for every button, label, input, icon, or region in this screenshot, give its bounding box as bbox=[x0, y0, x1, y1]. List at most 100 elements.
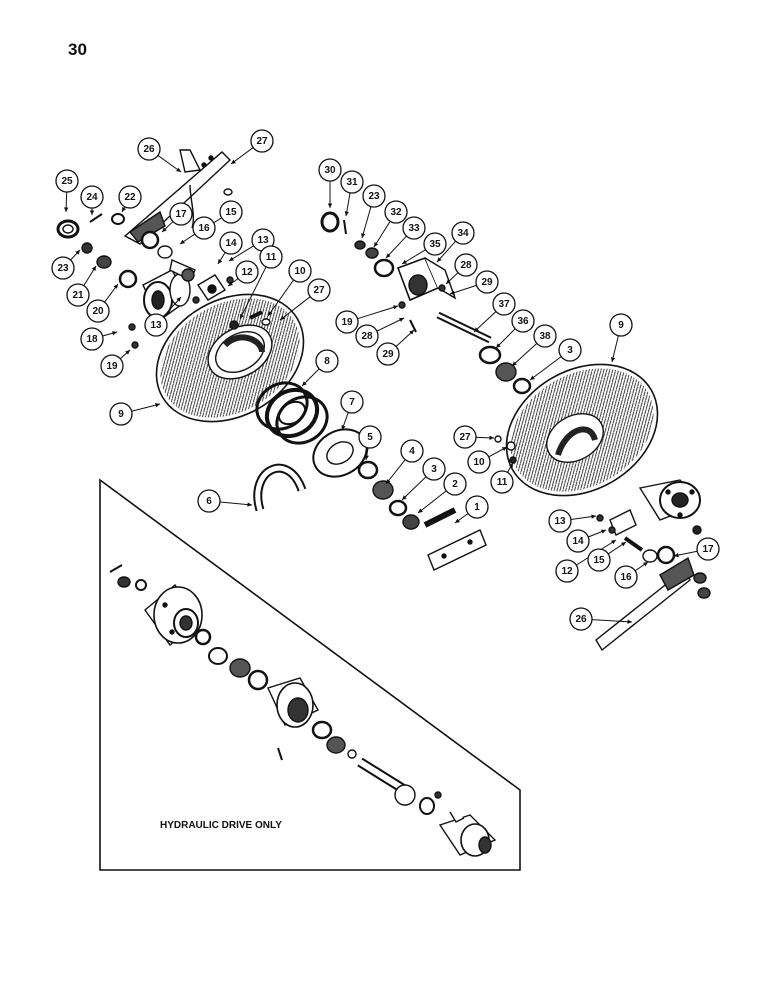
leader-arrow-c23a bbox=[75, 250, 80, 255]
callout-label: 15 bbox=[593, 555, 605, 566]
callout-c15a: 15 bbox=[219, 200, 243, 224]
leader-arrow-c38 bbox=[512, 361, 517, 366]
callout-circle bbox=[197, 489, 221, 513]
leader-arrow-c19a bbox=[125, 350, 130, 355]
leader-line-c19b bbox=[357, 305, 399, 320]
hydraulic-drive-inset bbox=[99, 478, 521, 871]
callout-circle bbox=[548, 509, 572, 533]
callout-circle bbox=[465, 495, 489, 519]
callout-label: 8 bbox=[324, 356, 330, 367]
callout-label: 2 bbox=[452, 479, 458, 490]
callout-c29b: 29 bbox=[376, 342, 400, 366]
callout-c29a: 29 bbox=[475, 270, 499, 294]
callout-label: 32 bbox=[390, 207, 402, 218]
callout-circle bbox=[358, 425, 382, 449]
callout-c9b: 9 bbox=[609, 313, 633, 337]
callout-label: 15 bbox=[225, 207, 237, 218]
callout-circle bbox=[453, 425, 477, 449]
callout-label: 12 bbox=[241, 267, 253, 278]
callout-label: 24 bbox=[86, 192, 98, 203]
callout-label: 10 bbox=[473, 457, 485, 468]
callout-circle bbox=[118, 185, 142, 209]
callout-c19a: 19 bbox=[100, 354, 124, 378]
callout-label: 11 bbox=[497, 477, 508, 488]
leader-arrow-c8 bbox=[302, 381, 307, 386]
leader-line-c13a bbox=[228, 245, 254, 262]
leader-arrow-c21 bbox=[91, 266, 96, 271]
leader-arrow-c5 bbox=[364, 455, 369, 460]
callout-label: 18 bbox=[86, 334, 98, 345]
callout-circle bbox=[454, 253, 478, 277]
callout-circle bbox=[569, 607, 593, 631]
callout-c27a: 27 bbox=[250, 129, 274, 153]
leader-line-c37 bbox=[473, 311, 497, 333]
leader-line-c38 bbox=[511, 343, 538, 367]
callout-c26a: 26 bbox=[137, 137, 161, 161]
leader-arrow-c27a bbox=[231, 159, 236, 164]
leader-arrow-c15b bbox=[621, 542, 626, 547]
seal-25 bbox=[56, 219, 80, 239]
callout-circle bbox=[384, 200, 408, 224]
leader-arrow-c13b bbox=[176, 297, 181, 302]
arm-bracket-upper bbox=[123, 149, 232, 245]
callout-circle bbox=[400, 439, 424, 463]
callout-c1: 1 bbox=[465, 495, 489, 519]
leader-arrow-c28b bbox=[399, 318, 404, 322]
callout-label: 35 bbox=[429, 239, 441, 250]
leader-arrow-c27c bbox=[489, 435, 494, 441]
callout-c3b: 3 bbox=[558, 338, 582, 362]
leader-arrow-c31 bbox=[344, 211, 349, 216]
callout-label: 38 bbox=[539, 331, 551, 342]
callout-label: 3 bbox=[567, 345, 573, 356]
callout-c26b: 26 bbox=[569, 607, 593, 631]
leader-line-c23b bbox=[361, 206, 372, 239]
leader-line-c11a bbox=[239, 266, 267, 320]
callout-c28a: 28 bbox=[454, 253, 478, 277]
callout-c14b: 14 bbox=[566, 529, 590, 553]
leader-line-c27a bbox=[230, 147, 254, 165]
callout-label: 26 bbox=[143, 144, 155, 155]
callout-circle bbox=[490, 470, 514, 494]
callout-label: 17 bbox=[175, 209, 187, 220]
callout-circle bbox=[192, 216, 216, 240]
leader-arrow-c14a bbox=[218, 259, 223, 264]
callout-circle bbox=[259, 245, 283, 269]
leader-arrow-c9b bbox=[610, 357, 616, 362]
callout-label: 12 bbox=[561, 566, 573, 577]
callout-circle bbox=[219, 200, 243, 224]
leader-arrow-c36 bbox=[496, 343, 501, 348]
callout-label: 20 bbox=[92, 306, 104, 317]
leader-arrow-c20 bbox=[113, 284, 118, 289]
callout-label: 22 bbox=[124, 192, 136, 203]
callout-label: 16 bbox=[620, 572, 632, 583]
callout-label: 21 bbox=[72, 290, 84, 301]
leader-line-c4 bbox=[385, 459, 406, 485]
leader-arrow-c27b bbox=[280, 315, 285, 320]
callout-circle bbox=[451, 221, 475, 245]
callout-c17a: 17 bbox=[169, 202, 193, 226]
leader-arrow-c24 bbox=[89, 210, 95, 215]
leader-line-c6 bbox=[219, 501, 253, 506]
callout-c16a: 16 bbox=[192, 216, 216, 240]
callout-label: 29 bbox=[382, 349, 394, 360]
callout-c6: 6 bbox=[197, 489, 221, 513]
callout-circle bbox=[558, 338, 582, 362]
leader-arrow-c13c bbox=[591, 514, 596, 519]
leader-line-c36 bbox=[495, 328, 516, 349]
leader-arrow-c12b bbox=[611, 540, 616, 545]
callout-circle bbox=[315, 349, 339, 373]
callout-label: 31 bbox=[346, 177, 358, 188]
leader-arrow-c14b bbox=[601, 529, 606, 534]
callout-c37: 37 bbox=[492, 292, 516, 316]
callout-label: 3 bbox=[431, 464, 437, 475]
callout-c5: 5 bbox=[358, 425, 382, 449]
callout-circle bbox=[86, 299, 110, 323]
leader-line-c27b bbox=[279, 296, 311, 321]
leader-arrow-c4 bbox=[386, 479, 391, 484]
callout-c2: 2 bbox=[443, 472, 467, 496]
callout-label: 19 bbox=[106, 361, 118, 372]
leader-arrow-c6 bbox=[247, 502, 252, 507]
leader-arrow-c19b bbox=[393, 305, 398, 310]
callout-c35: 35 bbox=[423, 232, 447, 256]
